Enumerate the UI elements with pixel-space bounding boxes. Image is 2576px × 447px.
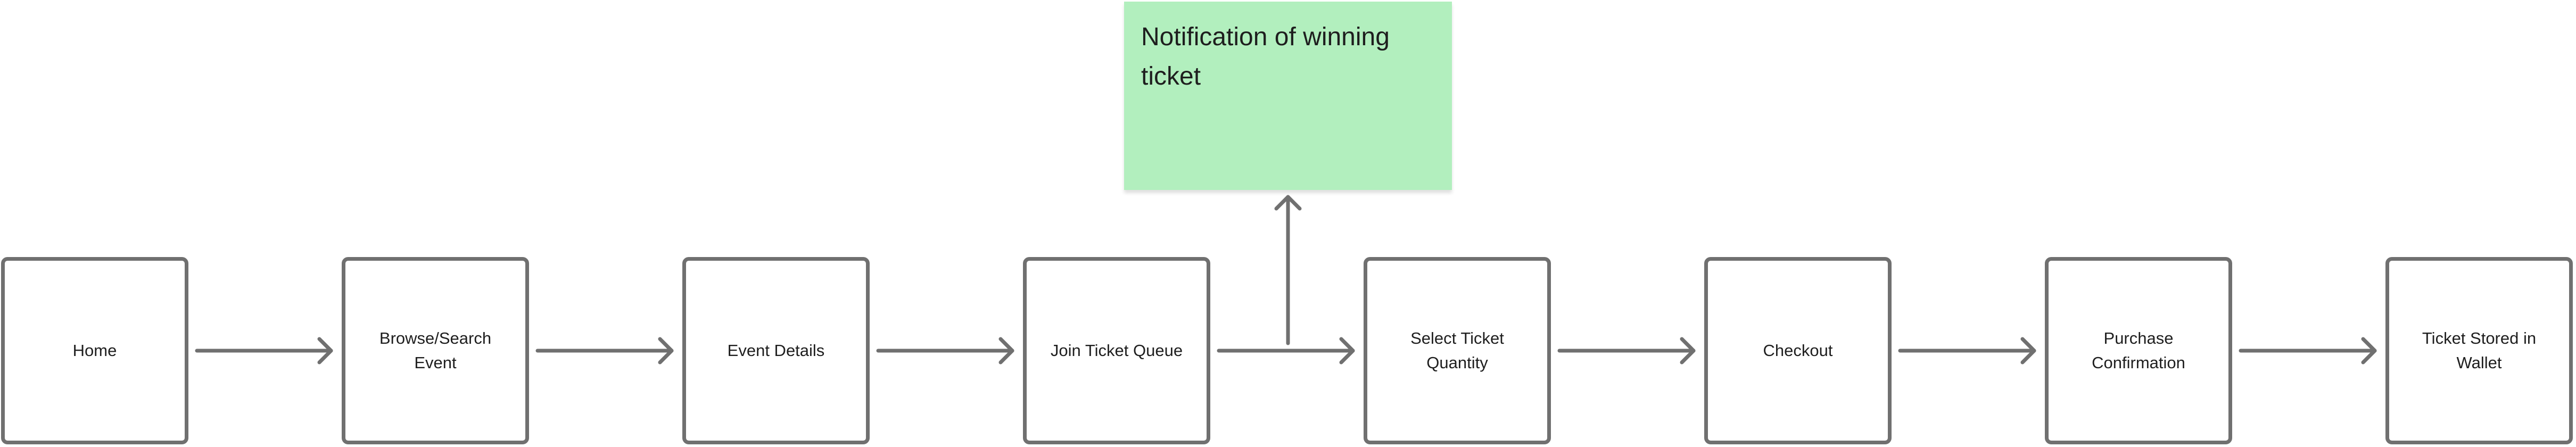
- step-join-ticket-queue[interactable]: Join Ticket Queue: [1023, 257, 1210, 444]
- arrow-confirmation-to-wallet: [2239, 337, 2377, 365]
- step-purchase-confirmation[interactable]: Purchase Confirmation: [2045, 257, 2232, 444]
- step-browse-search-event[interactable]: Browse/Search Event: [342, 257, 529, 444]
- step-label: Home: [72, 341, 117, 360]
- step-label: Select Ticket Quantity: [1410, 329, 1504, 372]
- sticky-note-notification[interactable]: Notification of winning ticket: [1124, 2, 1452, 190]
- step-ticket-stored-in-wallet[interactable]: Ticket Stored in Wallet: [2385, 257, 2573, 444]
- sticky-note-text: Notification of winning ticket: [1141, 23, 1390, 90]
- step-label: Checkout: [1763, 341, 1833, 360]
- step-label: Purchase Confirmation: [2092, 329, 2185, 372]
- arrow-quantity-to-checkout: [1557, 337, 1696, 365]
- step-label: Event Details: [727, 341, 825, 360]
- step-event-details[interactable]: Event Details: [682, 257, 870, 444]
- step-label: Ticket Stored in Wallet: [2422, 329, 2537, 372]
- arrow-home-to-browse: [195, 337, 333, 365]
- step-label: Join Ticket Queue: [1050, 341, 1183, 360]
- step-home[interactable]: Home: [1, 257, 188, 444]
- arrow-checkout-to-confirmation: [1898, 337, 2036, 365]
- step-checkout[interactable]: Checkout: [1704, 257, 1892, 444]
- step-select-ticket-quantity[interactable]: Select Ticket Quantity: [1364, 257, 1551, 444]
- arrow-browse-to-details: [535, 337, 674, 365]
- arrow-queue-to-notification: [1274, 195, 1302, 345]
- arrow-queue-to-quantity: [1217, 337, 1355, 365]
- step-label: Browse/Search Event: [379, 329, 492, 372]
- arrow-details-to-queue: [876, 337, 1014, 365]
